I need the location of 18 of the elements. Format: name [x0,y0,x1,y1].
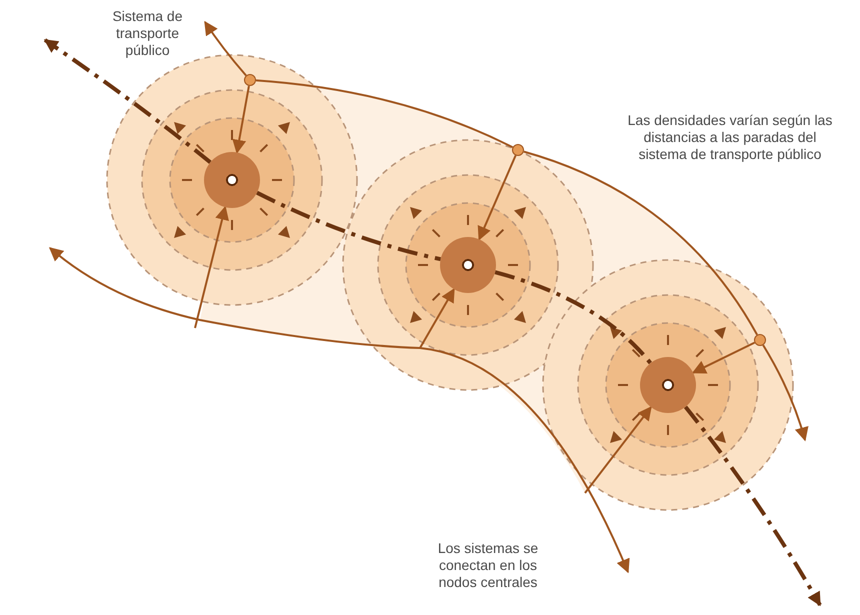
transit-line [256,190,442,262]
stop-dot [512,144,524,156]
arrow [584,406,652,494]
annotation-text: Las densidades varían según las distancias a las paradas del sistema de transporte público [626,112,834,163]
route-line [256,79,514,148]
arrow [692,342,756,374]
transit-line-arrow [684,406,822,606]
arrow [194,206,229,328]
route-line [523,150,758,336]
annotation-text: Sistema de transporte público [111,8,184,59]
arrow [232,86,250,154]
transit-line [494,270,652,364]
arrow [419,288,455,348]
arrow [478,155,517,241]
transit-line-arrow [44,38,212,164]
arrow [204,20,247,76]
arrow [762,344,808,442]
annotation-text: Los sistemas se conectan en los nodos centrales [436,540,540,591]
